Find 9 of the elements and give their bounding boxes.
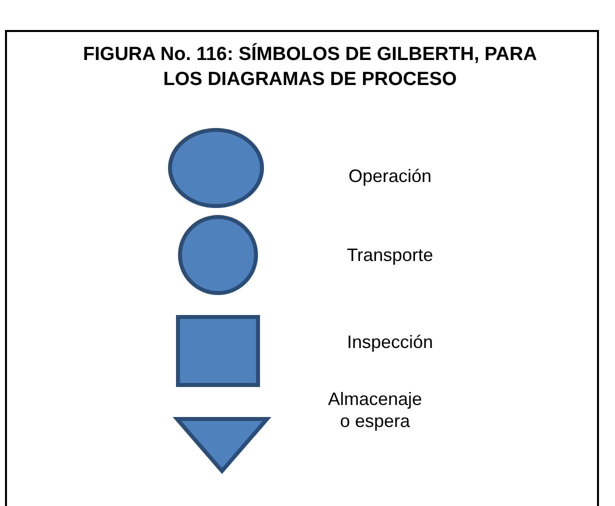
symbol-label: Transporte [346,244,434,266]
symbol-label: Almacenaje o espera [326,388,424,432]
square-symbol [176,315,260,387]
circle-symbol [178,215,258,295]
figure-title: FIGURA No. 116: SÍMBOLOS DE GILBERTH, PARA LOS DIAGRAMAS DE PROCESO [82,42,538,92]
symbol-label: Inspección [346,331,434,353]
triangle-symbol [173,417,271,475]
symbol-label: Operación [347,165,433,187]
ellipse-symbol [168,128,264,208]
